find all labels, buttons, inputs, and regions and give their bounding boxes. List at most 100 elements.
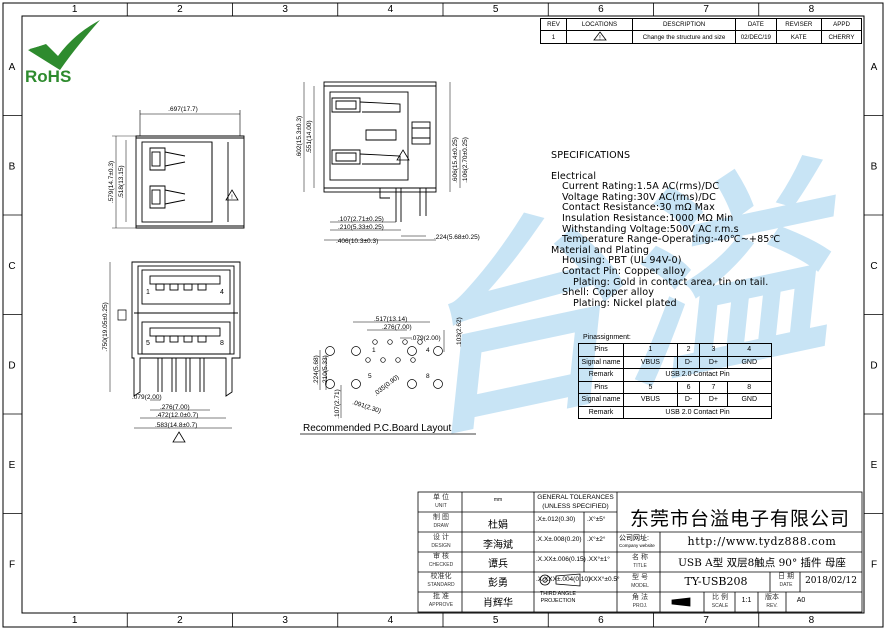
date-value: 02/DEC/19	[735, 30, 777, 44]
pcb-pin-4: 4	[426, 347, 430, 354]
grid-column-label: 8	[809, 615, 815, 626]
pin	[157, 358, 163, 392]
spec-line: Contact Resistance:30 mΩ Max	[562, 202, 715, 214]
grid-row-label: C	[870, 261, 877, 272]
company-name: 东莞市台溢电子有限公司	[629, 508, 850, 530]
website-sub: Company website	[619, 543, 655, 548]
checked-label: 审 核	[433, 553, 449, 560]
grid-column-label: 5	[493, 4, 499, 15]
contact	[169, 335, 179, 343]
contact	[197, 283, 207, 291]
dim-top-width: .697(17.7)	[168, 106, 198, 113]
dim-pcb-h2: .224(5.68)	[313, 355, 320, 385]
signal-row-cell: D-	[676, 393, 701, 407]
spec-line: Material and Plating	[551, 244, 650, 256]
dim-pcb-w1: .517(13.14)	[374, 316, 407, 323]
grid-column-label: 1	[72, 4, 78, 15]
draw-sub: DRAW	[433, 523, 449, 529]
rev-value-tb: A0	[796, 597, 806, 604]
top-view: !	[112, 110, 245, 229]
approve-value: 肖辉华	[483, 598, 513, 609]
tolerances-title: GENERAL TOLERANCES	[537, 494, 614, 501]
grid-column-label: 6	[598, 615, 604, 626]
reviser-value: KATE	[775, 30, 823, 44]
unit-sub: UNIT	[435, 503, 447, 509]
dim-pcb-h1: .103(2.62)	[456, 317, 463, 347]
design-value: 李海斌	[483, 540, 513, 551]
revision-row: 1 ! Change the structure and size 02/DEC…	[539, 30, 862, 44]
remark-row-value: USB 2.0 Contact Pin	[623, 368, 772, 382]
design-sub: DESIGN	[431, 543, 451, 549]
contact	[197, 335, 207, 343]
pcb-hole	[410, 357, 416, 363]
scale-sub: SCALE	[711, 603, 729, 609]
dim-side-d1: .107(2.71±0.25)	[338, 216, 384, 223]
dim-pcb-w2: .276(7.00)	[382, 324, 412, 331]
grid-column-label: 7	[703, 4, 709, 15]
title-sub: TITLE	[633, 563, 647, 569]
approve-sub: APPROVE	[428, 602, 454, 608]
dim-side-h1: .602(15.3±0.3)	[296, 116, 303, 158]
grid-column-label: 4	[388, 4, 394, 15]
tolerance-cell: .X°±2°	[587, 536, 606, 543]
grid-row-label: E	[9, 460, 16, 471]
rohs-text: RoHS	[25, 67, 71, 86]
standard-value: 彭勇	[488, 578, 508, 589]
title-block	[417, 491, 863, 613]
revision-header-row: REV LOCATIONS DESCRIPTION DATE REVISER A…	[539, 18, 862, 31]
checked-value: 谭兵	[488, 559, 508, 570]
pins-row-label: Pins	[578, 343, 624, 357]
pins-row-cell: 3	[699, 343, 728, 357]
pcb-hole	[380, 357, 386, 363]
pins-row-cell: 8	[726, 380, 773, 394]
rev-value: 1	[539, 30, 568, 44]
pin-label-1: 1	[146, 289, 150, 296]
grid-column-label: 8	[809, 4, 815, 15]
pcb-layout-caption: Recommended P.C.Board Layout	[303, 423, 451, 434]
proj-label: 角 法	[632, 594, 648, 601]
signal-row-cell: GND	[726, 393, 773, 407]
website-link[interactable]: http://www.tydz888.com	[687, 535, 837, 548]
contact	[183, 283, 193, 291]
dim-pcb-d2: .091(2.30)	[351, 399, 381, 415]
pin	[185, 358, 191, 392]
grid-row-label: C	[8, 261, 15, 272]
pin-label-5: 5	[146, 340, 150, 347]
pcb-hole	[387, 339, 393, 345]
spec-line: Insulation Resistance:1000 MΩ Min	[562, 212, 734, 224]
rev-sub: REV.	[766, 603, 778, 609]
model-label: 型 号	[632, 574, 648, 581]
grid-row-label: D	[870, 360, 877, 371]
model-value: TY-USB208	[684, 575, 748, 588]
signal-row-label: Signal name	[578, 355, 624, 369]
grid-row-label: A	[871, 62, 878, 73]
standard-label: 校准化	[430, 573, 452, 580]
rohs-logo: RoHS	[25, 20, 100, 86]
dim-top-height-inner: .518(13.15)	[118, 165, 125, 198]
grid-marks	[3, 3, 883, 627]
grid-row-label: F	[871, 559, 877, 570]
unit-value: mm	[493, 497, 503, 503]
projection-label: THIRD ANGLE PROJECTION	[540, 591, 576, 604]
revision-table: REV LOCATIONS DESCRIPTION DATE REVISER A…	[539, 18, 862, 44]
pcb-hole	[365, 357, 371, 363]
dim-side-d3: .406(10.3±0.3)	[336, 238, 378, 245]
dim-front-w2: .276(7.00)	[160, 404, 190, 411]
spec-line: Voltage Rating:30V AC(rms)/DC	[562, 191, 716, 203]
pcb-pin-1: 1	[372, 347, 376, 354]
pin	[199, 358, 205, 392]
scale-value: 1:1	[741, 597, 752, 604]
tolerance-cell: .X±.012(0.30)	[536, 516, 576, 523]
appd-value: CHERRY	[821, 30, 862, 44]
date-sub: DATE	[779, 582, 793, 588]
grid-column-label: 1	[72, 615, 78, 626]
dim-pcb-w3: .079(2.00)	[411, 335, 441, 342]
spec-line: Plating: Gold in contact area, tin on ta…	[573, 276, 769, 288]
specifications-title: SPECIFICATIONS	[551, 150, 631, 161]
reviser-header: REVISER	[775, 18, 823, 31]
